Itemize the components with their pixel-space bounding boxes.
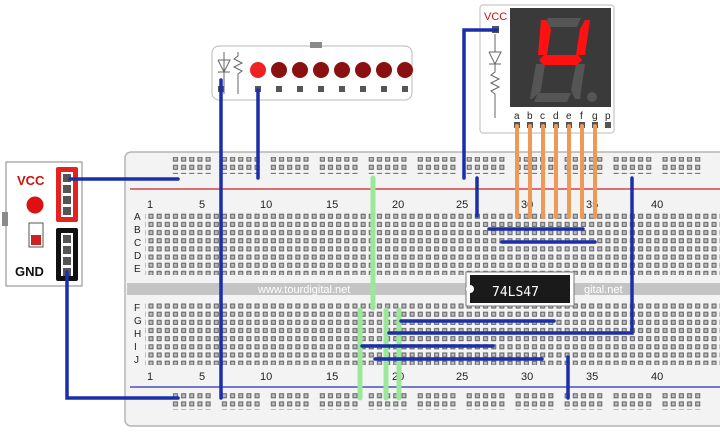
row-label-g: G [134,316,142,327]
col-number-bottom-40: 40 [651,371,663,383]
bottom-rail-holes[interactable] [172,393,703,410]
watermark-right: gital.net [584,284,623,296]
blue-wires[interactable] [65,28,634,400]
col-number-bottom-25: 25 [456,371,468,383]
top-terminal-holes[interactable] [145,211,720,275]
pin-label-g: g [592,111,598,122]
col-number-bottom-5: 5 [199,371,205,383]
pin-label-f: f [580,111,583,122]
pin-label-a: a [514,111,520,122]
col-number-top-15: 15 [326,199,338,211]
segment-c [571,64,585,99]
led-bar-leds [250,62,413,78]
green-wires[interactable] [357,175,402,401]
col-number-top-10: 10 [260,199,272,211]
row-label-d: D [134,251,141,262]
led-4 [313,62,329,78]
power-vcc-label: VCC [17,173,45,188]
led-7 [376,62,392,78]
pin-label-d: d [553,111,559,122]
row-label-e: E [134,264,141,275]
power-gnd-header[interactable] [56,228,78,281]
power-vcc-header[interactable] [56,167,78,222]
pin-label-p: p [605,111,611,122]
row-label-i: I [134,342,137,353]
ic-74ls47[interactable]: 74LS47 [465,271,575,307]
power-gnd-label: GND [15,264,44,279]
segment-b [576,20,590,55]
led-6 [355,62,371,78]
led-bar-module[interactable] [211,42,413,101]
led-2 [271,62,287,78]
orange-wires[interactable] [515,124,597,219]
pin-label-e: e [566,111,572,122]
led-3 [292,62,308,78]
seven-segment-module[interactable]: VCC a b c d e f g p [479,4,615,134]
segment-a [544,18,581,27]
col-number-top-20: 20 [392,199,404,211]
row-label-c: C [134,238,141,249]
seven-seg-resistor-icon [488,34,502,118]
row-label-j: J [134,355,139,366]
ic-label: 74LS47 [492,285,539,300]
col-number-top-1: 1 [147,199,153,211]
led-5 [334,62,350,78]
row-label-b: B [134,225,141,236]
pin-label-b: b [527,111,533,122]
row-label-f: F [134,303,140,314]
watermark-left: www.tourdigital.net [257,284,350,296]
segment-e [530,64,545,99]
col-number-top-25: 25 [456,199,468,211]
segment-dp [587,92,597,102]
led-8 [397,62,413,78]
segment-g [539,55,582,65]
col-number-top-40: 40 [651,199,663,211]
col-number-bottom-1: 1 [147,371,153,383]
col-number-bottom-15: 15 [326,371,338,383]
segment-d [534,93,571,102]
row-label-h: H [134,329,141,340]
seven-seg-vcc-label: VCC [484,11,507,23]
pin-label-c: c [540,111,545,122]
segment-f [538,20,551,55]
col-number-bottom-30: 30 [521,371,533,383]
led-1 [250,62,266,78]
power-led [26,196,44,214]
power-switch[interactable] [28,222,44,248]
seven-seg-segments [530,18,597,102]
col-number-bottom-10: 10 [260,371,272,383]
row-label-a: A [134,212,141,223]
col-number-top-5: 5 [199,199,205,211]
power-module[interactable]: VCC GND [2,161,83,287]
col-number-bottom-35: 35 [586,371,598,383]
top-rail-holes[interactable] [172,157,703,174]
